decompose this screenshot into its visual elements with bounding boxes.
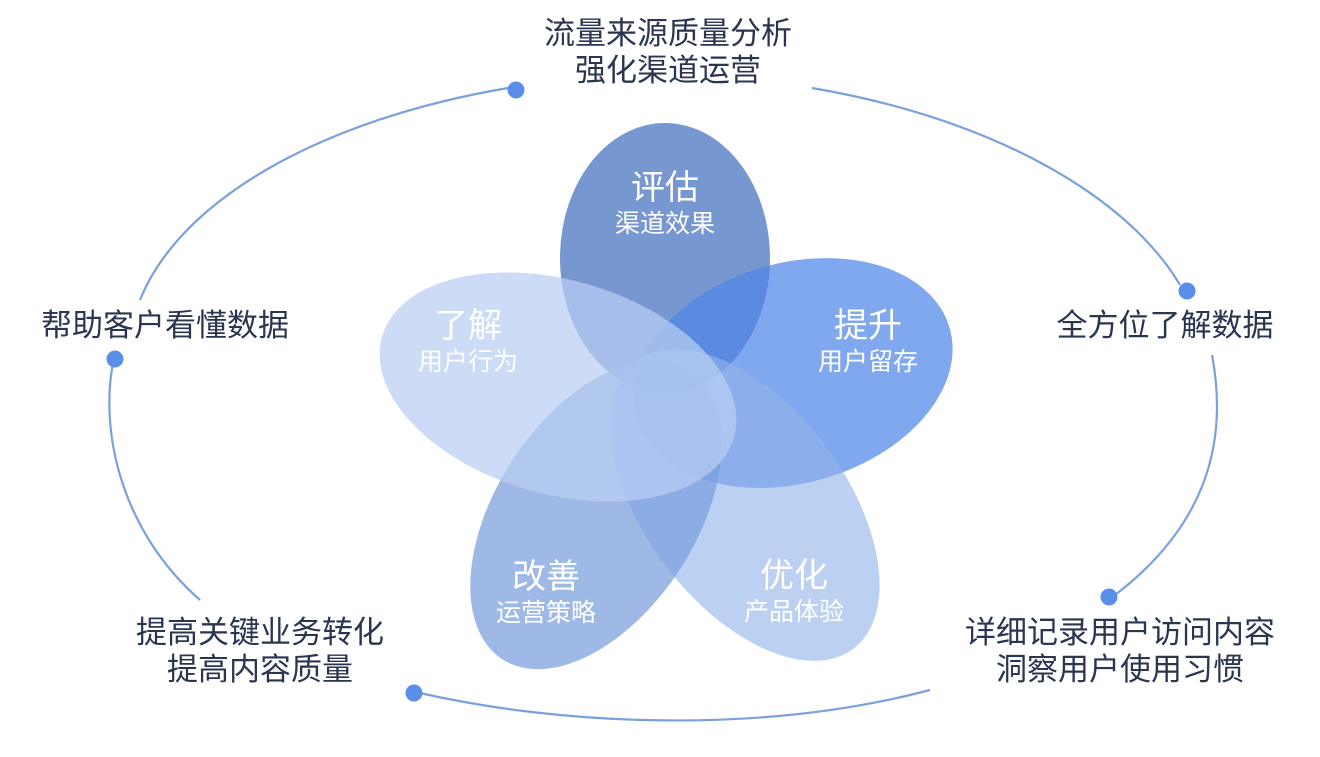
outer-label-line: 提高内容质量	[167, 652, 353, 688]
petal-right-text: 提升 用户留存	[768, 306, 968, 378]
cycle-arc-bottom	[419, 688, 931, 722]
cycle-arc-left	[108, 362, 201, 601]
petal-bottom-right-text: 优化 产品体验	[694, 556, 894, 628]
petal-subtitle: 渠道效果	[614, 209, 715, 238]
petal-title: 评估	[631, 168, 699, 208]
outer-label-line: 强化渠道运营	[575, 53, 761, 89]
petal-top-text: 评估 渠道效果	[565, 168, 765, 240]
petal-subtitle: 运营策略	[495, 598, 596, 627]
outer-label-right: 全方位了解数据	[1030, 308, 1300, 345]
cycle-arc-top-right	[811, 86, 1181, 286]
outer-label-bottom-right: 详细记录用户访问内容 洞察用户使用习惯	[940, 615, 1300, 689]
petal-subtitle: 产品体验	[743, 597, 844, 626]
petal-title: 优化	[760, 556, 828, 596]
outer-label-line: 洞察用户使用习惯	[996, 652, 1244, 688]
cycle-arc-top-left	[138, 86, 509, 301]
petal-left-text: 了解 用户行为	[368, 306, 568, 378]
outer-label-line: 帮助客户看懂数据	[41, 308, 289, 344]
cycle-dot	[106, 350, 124, 368]
petal-title: 改善	[512, 557, 580, 597]
petal-subtitle: 用户留存	[817, 347, 918, 376]
outer-label-line: 流量来源质量分析	[544, 16, 792, 52]
petal-left	[379, 272, 737, 502]
petal-title: 了解	[434, 306, 502, 346]
outer-label-line: 全方位了解数据	[1056, 308, 1274, 344]
cycle-dot	[1100, 588, 1118, 606]
outer-label-bottom-left: 提高关键业务转化 提高内容质量	[110, 615, 410, 689]
outer-label-line: 提高关键业务转化	[136, 615, 384, 651]
outer-label-left: 帮助客户看懂数据	[20, 308, 310, 345]
petal-bottom-left-text: 改善 运营策略	[446, 557, 646, 629]
cycle-dot	[405, 684, 423, 702]
cycle-dot	[1178, 282, 1196, 300]
outer-label-line: 详细记录用户访问内容	[965, 615, 1275, 651]
petal-title: 提升	[834, 306, 902, 346]
outer-label-top: 流量来源质量分析 强化渠道运营	[468, 16, 868, 90]
cycle-dot	[507, 81, 525, 99]
cycle-arc-right	[1114, 354, 1219, 596]
petal-subtitle: 用户行为	[417, 347, 518, 376]
